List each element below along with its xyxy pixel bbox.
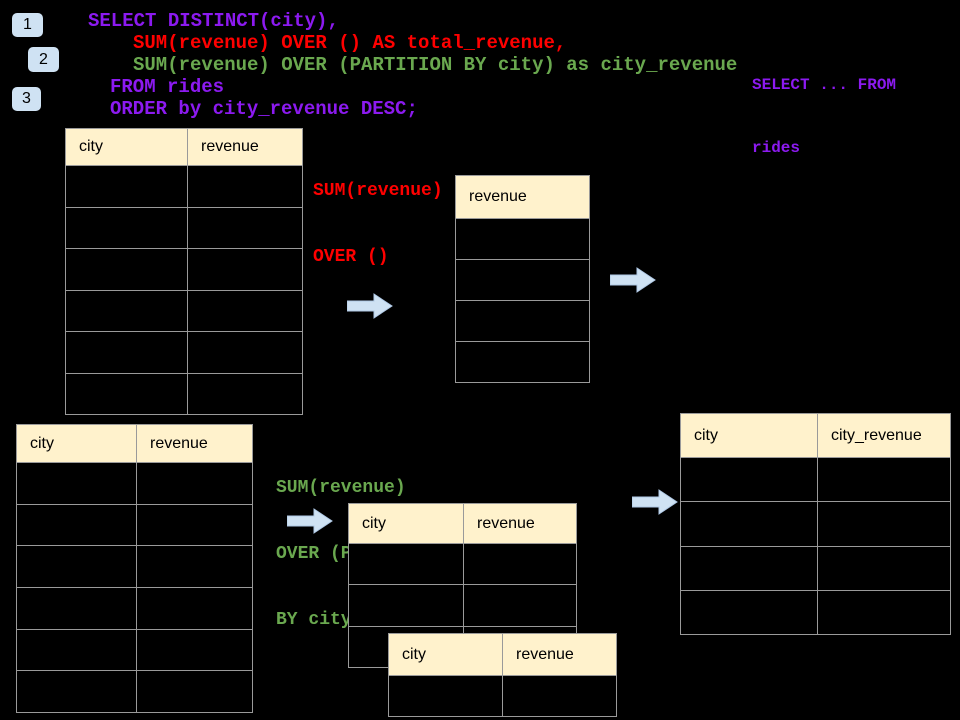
- annotation-partition-line-1: SUM(revenue): [276, 478, 406, 498]
- table-row: [681, 591, 950, 634]
- table-row: [66, 332, 302, 374]
- table-body: [456, 219, 589, 382]
- table-body: [349, 544, 576, 667]
- annotation-total-window: SUM(revenue) OVER (): [313, 136, 443, 290]
- table-source-top: city revenue: [65, 128, 303, 415]
- table-row: [66, 208, 302, 249]
- side-note-line-2: rides: [752, 139, 801, 157]
- column-header-city-revenue: city_revenue: [831, 426, 922, 444]
- table-total-result: revenue: [455, 175, 590, 383]
- column-header-city: city: [694, 426, 718, 444]
- column-header-city: city: [402, 645, 426, 663]
- column-header-city: city: [30, 434, 54, 452]
- column-header-revenue: revenue: [201, 138, 259, 155]
- step-badge-1: 1: [12, 13, 43, 37]
- table-row: [17, 630, 252, 672]
- table-row: [17, 546, 252, 589]
- sql-line-select: SELECT DISTINCT(city),: [88, 10, 339, 32]
- table-row: [17, 505, 252, 547]
- table-body: [17, 463, 252, 712]
- table-header-row: city revenue: [66, 129, 302, 166]
- sql-line-from: FROM rides: [110, 76, 225, 98]
- column-header-revenue: revenue: [516, 645, 574, 663]
- table-row: [681, 547, 950, 591]
- table-header-row: city revenue: [349, 504, 576, 544]
- column-divider: [463, 504, 464, 667]
- step-badge-3: 3: [12, 87, 41, 111]
- table-row: [681, 502, 950, 547]
- table-row: [17, 588, 252, 630]
- arrow-right-icon: [346, 293, 393, 319]
- table-header-row: revenue: [456, 176, 589, 219]
- table-row: [349, 585, 576, 627]
- table-row: [66, 374, 302, 415]
- column-divider: [502, 634, 503, 716]
- table-row: [456, 342, 589, 382]
- sql-line-order-by: ORDER by city_revenue DESC;: [110, 98, 418, 120]
- sql-line-sum-partition: SUM(revenue) OVER (PARTITION BY city) as…: [133, 54, 738, 76]
- table-row: [66, 166, 302, 208]
- step-badge-2: 2: [28, 47, 59, 72]
- table-source-bottom: city revenue: [16, 424, 253, 713]
- column-header-revenue: revenue: [469, 188, 527, 205]
- table-row: [349, 544, 576, 586]
- table-row: [66, 291, 302, 332]
- column-divider: [136, 425, 137, 712]
- table-row: [681, 458, 950, 503]
- sql-line-sum-total: SUM(revenue) OVER () AS total_revenue,: [133, 32, 567, 54]
- column-header-revenue: revenue: [150, 434, 208, 452]
- column-divider: [817, 414, 818, 634]
- table-partition-overlay: city revenue: [388, 633, 617, 717]
- table-row: [456, 301, 589, 342]
- table-row: [456, 260, 589, 301]
- arrow-right-icon: [609, 267, 656, 293]
- side-note-select-from: SELECT ... FROM rides: [752, 33, 896, 180]
- table-final-result: city city_revenue: [680, 413, 951, 635]
- table-row: [456, 219, 589, 260]
- column-header-city: city: [79, 138, 103, 155]
- column-header-city: city: [362, 514, 386, 532]
- annotation-total-line-2: OVER (): [313, 247, 389, 267]
- table-header-row: city city_revenue: [681, 414, 950, 458]
- column-divider: [187, 129, 188, 414]
- table-row: [66, 249, 302, 291]
- table-row: [17, 463, 252, 505]
- annotation-total-line-1: SUM(revenue): [313, 181, 443, 201]
- side-note-line-1: SELECT ... FROM: [752, 76, 897, 94]
- arrow-right-icon: [286, 508, 333, 534]
- table-row: [17, 671, 252, 712]
- arrow-right-icon: [631, 489, 678, 515]
- table-header-row: city revenue: [17, 425, 252, 463]
- column-header-revenue: revenue: [477, 514, 535, 532]
- table-body: [681, 458, 950, 634]
- table-body: [66, 166, 302, 414]
